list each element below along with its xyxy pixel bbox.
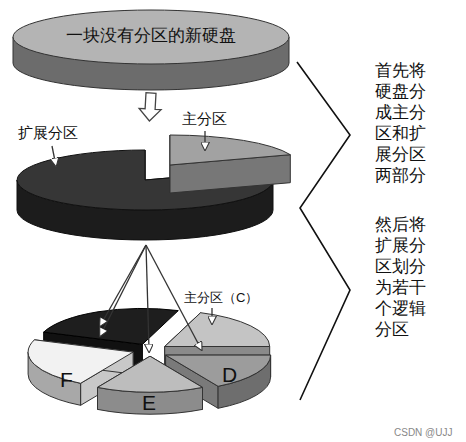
- slice-top: [165, 313, 270, 347]
- node-text: 一块没有分区的新硬盘: [12, 26, 290, 46]
- node-text: 扩展分区: [18, 124, 78, 142]
- pointer-arrow: [211, 308, 212, 324]
- watermark: CSDN @UJJ: [394, 427, 453, 439]
- node-text: 主分区（C）: [184, 290, 258, 306]
- node-text: D: [222, 362, 237, 387]
- node-text: 主分区: [182, 110, 227, 128]
- unpartitioned-disk: 一块没有分区的新硬盘: [12, 9, 290, 93]
- slice-side: [98, 387, 203, 414]
- node-text: F: [60, 367, 73, 392]
- pointer-arrow: [204, 131, 205, 150]
- annotation: 首先将硬盘分成主分区和扩展分区两部分: [375, 60, 431, 186]
- slice-top: [170, 135, 290, 165]
- block-arrow: [139, 93, 161, 121]
- slice-top: [28, 340, 133, 384]
- disk-top: [13, 10, 289, 64]
- split-arrow: [100, 245, 146, 336]
- node-text: E: [142, 390, 156, 415]
- split-arrow: [100, 245, 146, 326]
- annotation: 然后将扩展分区划分为若干个逻辑分区: [375, 214, 431, 340]
- split-arrow: [146, 245, 149, 352]
- bracket: [297, 62, 350, 400]
- node-shape: [160, 108, 295, 188]
- logical-partition: E: [94, 352, 206, 418]
- primary-partition: 主分区: [160, 108, 295, 188]
- node-shape: [12, 9, 290, 93]
